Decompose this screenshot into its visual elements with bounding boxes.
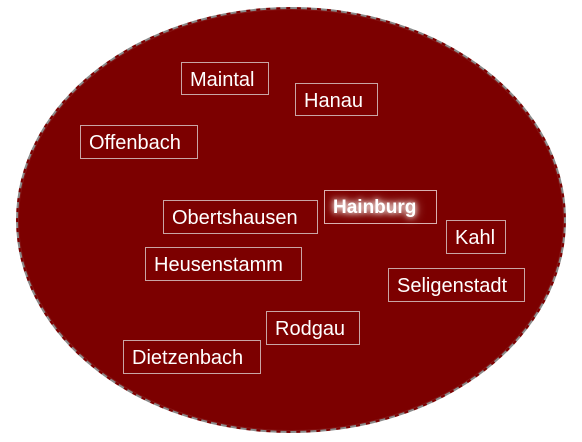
place-label-heusenstamm: Heusenstamm — [145, 247, 302, 281]
place-label-maintal: Maintal — [181, 62, 269, 95]
place-label-seligenstadt: Seligenstadt — [388, 268, 525, 302]
place-label-kahl: Kahl — [446, 220, 506, 254]
place-label-offenbach: Offenbach — [80, 125, 198, 159]
place-label-hainburg-highlighted: Hainburg — [324, 190, 437, 224]
place-label-hanau: Hanau — [295, 83, 378, 116]
place-label-rodgau: Rodgau — [266, 311, 360, 345]
place-label-obertshausen: Obertshausen — [163, 200, 318, 234]
place-label-dietzenbach: Dietzenbach — [123, 340, 261, 374]
